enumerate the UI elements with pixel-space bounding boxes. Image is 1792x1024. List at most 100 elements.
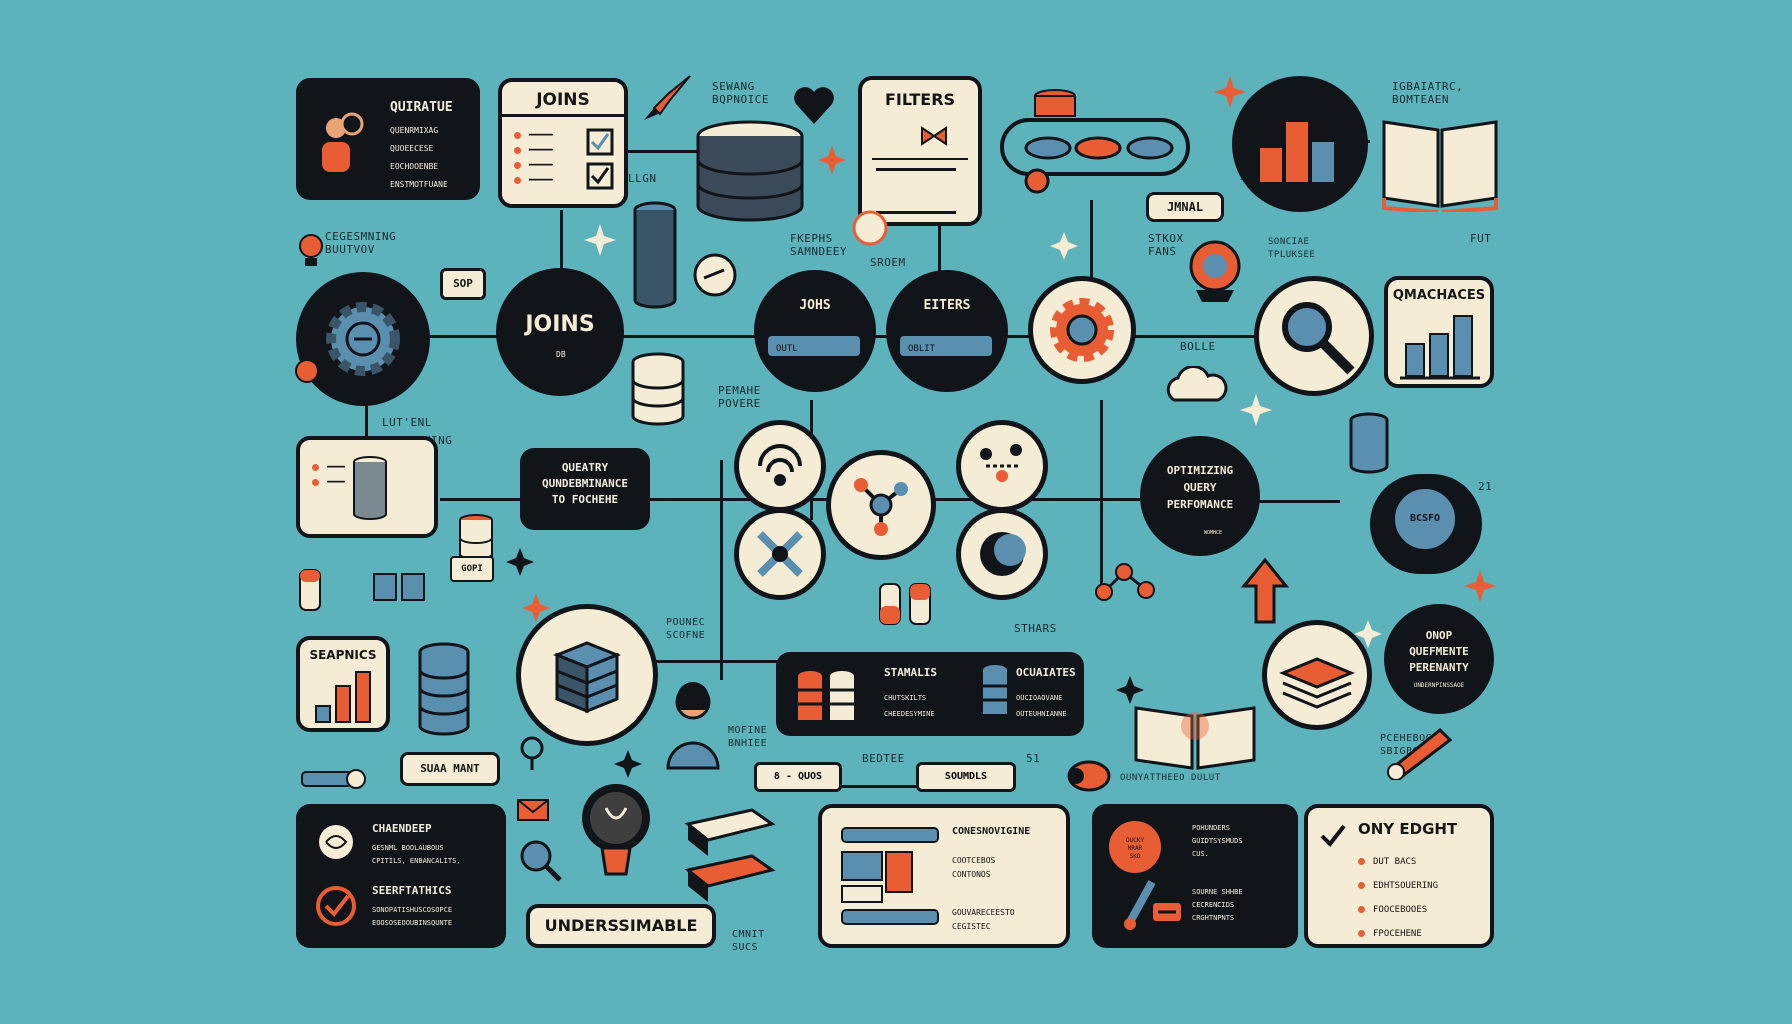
blocks-circle [516,604,658,746]
bolle-label: BOLLE [1180,340,1216,353]
joins-circle[interactable]: JOINS DB [496,268,624,396]
pceheboc-label: SBIGBOH [1380,746,1426,757]
quiratue-line: ENSTMOTFUANE [390,180,448,189]
onop-line: QUEFMENTE [1409,645,1469,658]
badge-line: SKO [1129,853,1141,860]
ony-item: EDHTSOUERING [1358,874,1438,898]
molecule-icon [1095,563,1155,601]
cones-line2: CEGISTEC [952,922,991,931]
bcsfo-cloud: BCSFO [1370,474,1482,574]
open-book-icon [1134,706,1256,770]
lutenl-label: LUT'ENL [382,416,432,429]
onop-circle[interactable]: ONOP QUEFMENTE PERENANTY UNDERNPINSSAOE [1384,604,1494,714]
node-dot [295,359,319,383]
sonciae-label: TPLUKSEE [1268,250,1316,260]
johs-circle[interactable]: JOHS OUTL [754,270,876,392]
quiratue-line: QUOEECESE [390,144,434,153]
stats-left-line: CHEEDESYMINE [884,710,935,718]
filters-card-title: FILTERS [884,90,956,109]
jmnal-tag: JMNAL [1146,192,1224,222]
pohunders-line2: SOURNE SHHBE [1192,888,1243,896]
gear-circle [296,272,430,406]
battery-icon [909,583,931,625]
lightbulb-icon [582,784,650,876]
qmachaces-card: QMACHACES [1384,276,1494,388]
pohunders-line: POHUNDERS [1192,824,1230,832]
onop-line: ONOP [1425,629,1453,642]
storage-card: ━━━ ━━━ [296,436,438,538]
sthars-label: STHARS [1014,622,1057,635]
checkbox-icons [586,128,614,190]
stats-right-line: OUTEUHNIANNE [1016,710,1067,718]
gear-icon [1050,298,1114,362]
quatry-line: TO FOCHEHE [551,493,619,506]
capsule-icon [1067,760,1111,792]
joins-card[interactable]: JOINS ━━━━ ━━━━ ━━━━ ━━━━ [498,78,628,208]
cmnit-label: SUCS [732,942,759,953]
layers-circle [1262,620,1372,730]
database-icon [696,120,804,222]
mofine-label: MOFINE [728,725,768,736]
stack-icon [552,641,622,714]
ony-edght-panel: ONY EDGHT DUT BACS EDHTSOUERING FOOCEBOO… [1304,804,1494,948]
cones-line: COOTCEBOS [952,856,996,865]
lugn-label: LLGN [628,172,657,185]
top-right-label: IGBAIATRC, [1392,80,1464,93]
network-circle [956,420,1048,512]
johs-title: JOHS [799,298,831,313]
n51-label: 51 [1026,752,1041,765]
qmachaces-title: QMACHACES [1392,288,1486,303]
optimizing-circle[interactable]: OPTIMIZING QUERY PERFOMANCE WOMHCE [1140,436,1260,556]
pipeline-icon [841,827,939,925]
eiters-circle[interactable]: EITERS OBLIT [886,270,1008,392]
quiratue-card: QUIRATUE QUENRMIXAG QUOEECESE EOCHOOENBE… [296,78,480,200]
optimizing-line: PERFOMANCE [1166,498,1234,511]
bl-line: GESNML BOOLAUBOUS [372,844,444,852]
stats-right-line: OUCIOAOVANE [1016,694,1063,702]
joins-circle-title: JOINS [525,312,595,337]
optimizing-sub: WOMHCE [1204,530,1223,536]
mofine-label: BNHIEE [728,738,768,749]
quiratue-line: QUENRMIXAG [390,126,439,135]
onop-sub: UNDERNPINSSAOE [1413,682,1465,689]
badge-line: OUCKY [1125,837,1145,844]
seapnics-title: SEAPNICS [309,648,377,662]
stats-panel: STAMALIS CHUTSKILTS CHEEDESYMINE OCUAIAT… [776,652,1084,736]
people-icon [322,112,364,172]
cloud-icon [1166,366,1228,402]
checkmark-icon [316,886,356,926]
cmnit-label: CMNIT [732,929,765,940]
quatry-line: QUEATRY [561,461,609,474]
stkox-label: FANS [1148,245,1177,258]
molecule-icon [854,478,908,536]
undersimable-tag[interactable]: UNDERSSIMABLE [526,904,716,948]
node-dot [1024,168,1050,194]
onop-line: PERENANTY [1409,661,1469,674]
soumdls-tag: SOUMDLS [916,762,1016,792]
book-icon [1382,120,1498,212]
database-stack-icon [798,671,854,720]
counter-badge [852,210,888,246]
pohunders-line2: CRGHTNPNTS [1192,914,1235,922]
badge-circle: OUCKY MRAR SKO [1106,818,1164,876]
pohunders-line2: CECRENCIDS [1192,901,1235,909]
magnifier-icon [1282,302,1355,375]
eiters-title: EITERS [923,298,971,313]
signal-icon [758,444,802,486]
ceg-label: CEGESMNING [325,230,397,243]
filters-card[interactable]: FILTERS [858,76,982,226]
rocket-icon [644,75,691,120]
eiters-sub: OBLIT [908,344,936,354]
sewang-label: SEWANG [712,80,755,93]
optimizing-line: OPTIMIZING [1166,464,1234,477]
gear-icon [326,302,400,376]
envelope-icon [517,799,549,821]
fut-label: FUT [1470,232,1492,245]
optimizing-line: QUERY [1183,481,1217,494]
x-icon [757,531,803,577]
ounya-label: OUNYATTHEEO DULUT [1120,773,1221,783]
joins-circle-sub: DB [556,350,566,359]
cones-line: CONTONOS [952,870,991,879]
pohunders-panel: OUCKY MRAR SKO POHUNDERS GUIDTSYSMUDS CU… [1092,804,1298,948]
gopi-tag: GOPI [450,556,494,582]
